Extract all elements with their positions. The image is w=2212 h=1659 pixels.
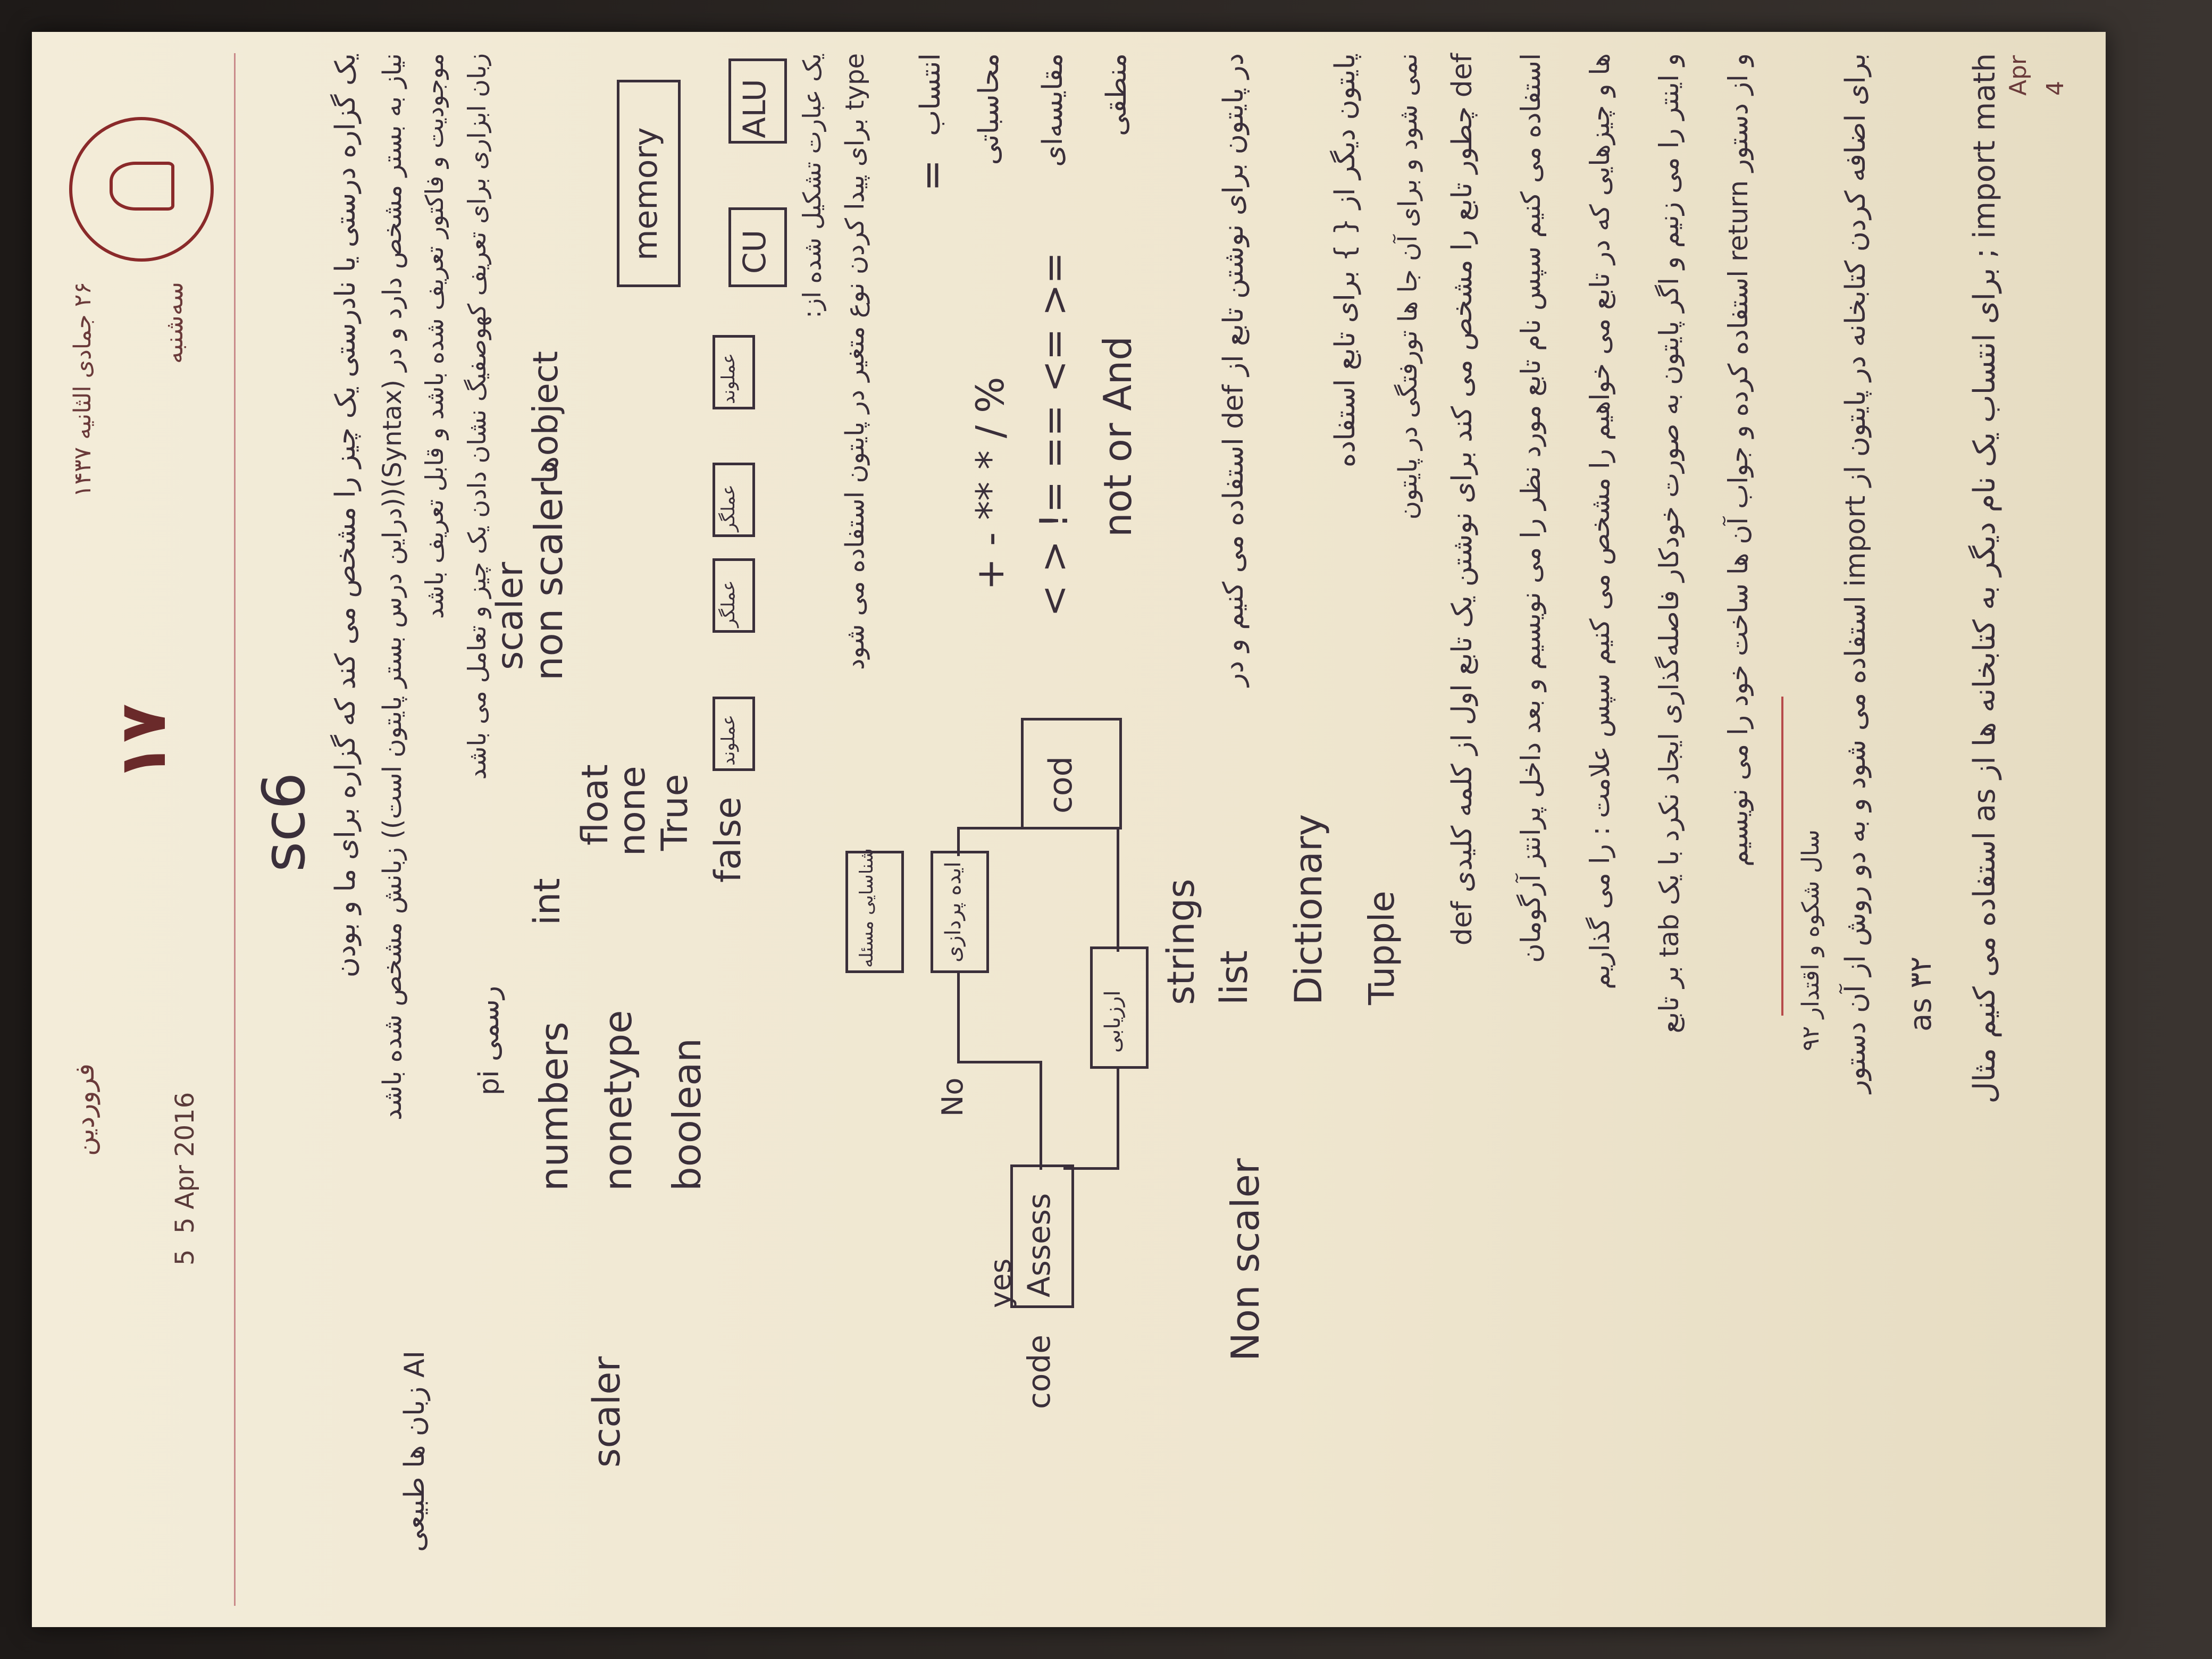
ns-dictionary: Dictionary (1287, 814, 1330, 1005)
def-note-1: در پایتون برای نوشتن تابع از def استفاده… (1218, 53, 1250, 687)
flow-line-6 (1063, 1167, 1117, 1170)
def-note-3: نمی شود و برای آن جا ها تورفتگی در پایتو… (1393, 53, 1423, 520)
badge-3-label: عملگر (718, 484, 739, 532)
body-line-6: برای اضافه کردن کتابخانه در پایتون از im… (1840, 53, 1872, 1093)
object-note: objectها (526, 351, 566, 484)
int-label: int (526, 878, 568, 925)
op-assign: = (909, 159, 954, 191)
year-note: سال شکوه و اقتدار ۹۲ (1797, 830, 1824, 1051)
page-header: ۲۶ جمادی الثانیه ۱۴۳۷ ۱۷ فروردین سه‌شنبه… (48, 53, 229, 1606)
memory-caption: یک عبارت تشکیل شده از: (798, 53, 826, 319)
flow-line-5 (957, 827, 1021, 830)
nonetype-label: nonetype (596, 1010, 640, 1191)
ai-note: AI زبان ها طبیعی (399, 1351, 431, 1552)
flow-step2-label: ایده پردازی (941, 861, 966, 962)
flow-yes: yes (984, 1258, 1017, 1308)
flow-cod-label: cod (1042, 756, 1079, 814)
day-number-small: 5 (170, 1249, 200, 1266)
op-arith: + - ** * / % (968, 376, 1012, 590)
intro-line-3: موجودیت و فاکتور تعریف شده باشد و قابل ت… (420, 53, 449, 619)
badge-2-label: عملوند (718, 714, 739, 766)
false-label: false (707, 797, 749, 883)
flow-line-1 (1040, 1063, 1042, 1170)
day-number: ۱۷ (106, 703, 180, 782)
flow-line-8 (1117, 830, 1119, 952)
none-label: none (611, 766, 653, 856)
code-note: as ۳۲ (1904, 956, 1938, 1032)
type-note: type برای پیدا کردن نوع متغیر در پایتون … (840, 53, 870, 671)
memory-label: memory (627, 127, 665, 261)
page-tab: Apr 4 (1994, 0, 2132, 106)
flow-line-3 (957, 973, 960, 1063)
op-arith-label: محاسباتی (973, 53, 1005, 165)
intro-line-2: نیاز به بستر مشخص دارد و در (Syntax)((در… (378, 53, 407, 1121)
flow-no: No (936, 1077, 969, 1117)
emblem-icon (69, 117, 214, 262)
weekday: سه‌شنبه (160, 282, 188, 364)
tab-apr: Apr (2005, 55, 2032, 96)
op-logic-label: منطقی (1101, 53, 1133, 136)
body-line-7: import math ; برای انتساب یک نام دیگر به… (1967, 53, 2002, 1104)
flow-line-7 (1117, 1069, 1119, 1170)
gregorian-date: 5 Apr 2016 (170, 1092, 200, 1234)
op-assign-label: انتساب (915, 53, 946, 136)
body-line-5: و از دستور return استفاده کرده و جواب آن… (1723, 53, 1754, 867)
flow-code: code (1021, 1335, 1057, 1409)
ns-strings: strings (1159, 878, 1203, 1005)
body-separator (1781, 697, 1783, 1016)
scaler-root-label: scaler (489, 562, 531, 670)
op-logic: not or And (1095, 336, 1140, 537)
float-label: float (574, 764, 616, 845)
body-line-4: و اینتر را می زنیم و اگر پایتون به صورت … (1654, 53, 1685, 1034)
month-name: فروردین (69, 1063, 100, 1157)
def-note-2: پایتون دیگر از { } برای تابع استفاده (1329, 53, 1361, 468)
tab-num: 4 (2042, 81, 2069, 96)
non-scaler-label: non scaler (526, 482, 571, 681)
alu-label: ALU (736, 79, 773, 138)
op-compare-label: مقایسه‌ای (1037, 53, 1069, 167)
page-title: sc6 (250, 772, 318, 872)
body-line-1: def چطور تابع را مشخص می کند برای نوشتن … (1446, 53, 1478, 946)
notebook-page: ۲۶ جمادی الثانیه ۱۴۳۷ ۱۷ فروردین سه‌شنبه… (32, 32, 2106, 1627)
cu-label: CU (736, 230, 773, 274)
badge-1-label: عملگر (718, 580, 739, 627)
ns-tupple: Tupple (1361, 891, 1402, 1005)
flow-line-4 (957, 830, 960, 856)
pi-note: pi رسمی (473, 985, 505, 1095)
flow-line-2 (957, 1061, 1042, 1063)
intro-line-1: یک گزاره درستی یا نادرستی یک چیز را مشخص… (330, 53, 362, 978)
header-rule (234, 53, 236, 1606)
boolean-label: boolean (665, 1038, 709, 1191)
badge-4-label: عملوند (718, 353, 739, 404)
body-line-3: ها و چیزهایی که در تابع می خواهیم را مشخ… (1585, 53, 1615, 990)
numbers-label: numbers (532, 1021, 576, 1191)
flow-step1-label: شناسایی مسئله (856, 848, 877, 968)
non-scaler-root: Non scaler (1223, 1158, 1268, 1361)
body-line-2: استفاده می کنیم سپس نام تابع مورد نظر را… (1515, 53, 1546, 963)
true-label: True (654, 774, 696, 851)
flow-step3-label: ارزیابی (1101, 990, 1125, 1053)
scaler-label: scaler (585, 1356, 629, 1468)
ns-list: list (1212, 950, 1256, 1005)
hijri-date: ۲۶ جمادی الثانیه ۱۴۳۷ (69, 282, 96, 498)
flow-assess-label: Assess (1021, 1193, 1057, 1297)
op-compare: < > != == <= >= (1032, 252, 1076, 617)
intro-line-4: زبان ابزاری برای تعریف کهوصفیگ نشان دادن… (463, 53, 491, 780)
